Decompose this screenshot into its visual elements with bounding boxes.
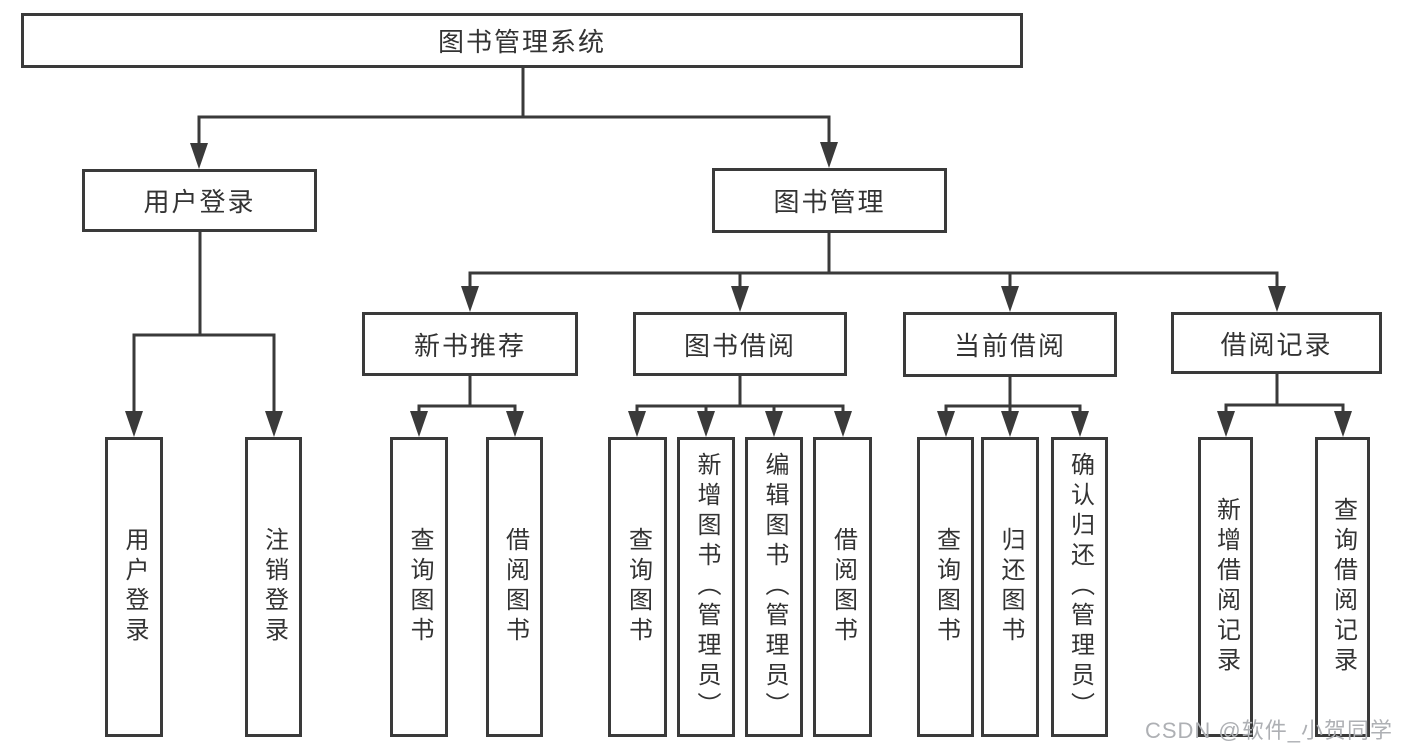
arrowhead-icon — [410, 411, 428, 437]
arrowhead-icon — [834, 411, 852, 437]
arrowhead-icon — [731, 286, 749, 312]
arrowhead-icon — [765, 411, 783, 437]
node-leaf-borrow-book-1: 借阅图书 — [486, 437, 543, 737]
node-book-borrow: 图书借阅 — [633, 312, 847, 376]
node-leaf-confirm-return: 确认归还（管理员） — [1051, 437, 1108, 737]
node-leaf-user-login: 用户登录 — [105, 437, 163, 737]
node-user-login: 用户登录 — [82, 169, 317, 232]
node-current-borrow: 当前借阅 — [903, 312, 1117, 377]
node-leaf-add-borrow-record: 新增借阅记录 — [1198, 437, 1253, 737]
arrowhead-icon — [1001, 411, 1019, 437]
arrowhead-icon — [1071, 411, 1089, 437]
node-book-mgmt: 图书管理 — [712, 168, 947, 233]
arrowhead-icon — [265, 411, 283, 437]
arrowhead-icon — [190, 143, 208, 169]
node-leaf-query-book-3: 查询图书 — [917, 437, 974, 737]
arrowhead-icon — [937, 411, 955, 437]
node-leaf-add-book: 新增图书（管理员） — [677, 437, 735, 737]
arrowhead-icon — [1217, 411, 1235, 437]
arrowhead-icon — [1334, 411, 1352, 437]
node-borrow-records: 借阅记录 — [1171, 312, 1382, 374]
arrowhead-icon — [697, 411, 715, 437]
node-leaf-query-book-1: 查询图书 — [390, 437, 448, 737]
node-leaf-logout: 注销登录 — [245, 437, 302, 737]
node-root: 图书管理系统 — [21, 13, 1023, 68]
node-leaf-query-book-2: 查询图书 — [608, 437, 667, 737]
node-leaf-edit-book: 编辑图书（管理员） — [745, 437, 803, 737]
watermark: CSDN @软件_小贺同学 — [1144, 718, 1393, 743]
arrowhead-icon — [1001, 286, 1019, 312]
node-new-book-rec: 新书推荐 — [362, 312, 578, 376]
arrowhead-icon — [125, 411, 143, 437]
arrowhead-icon — [506, 411, 524, 437]
node-leaf-return-book: 归还图书 — [981, 437, 1039, 737]
arrowhead-icon — [820, 142, 838, 168]
arrowhead-icon — [628, 411, 646, 437]
node-leaf-query-borrow-record: 查询借阅记录 — [1315, 437, 1370, 737]
arrowhead-icon — [461, 286, 479, 312]
arrowhead-icon — [1268, 286, 1286, 312]
node-leaf-borrow-book-2: 借阅图书 — [813, 437, 872, 737]
